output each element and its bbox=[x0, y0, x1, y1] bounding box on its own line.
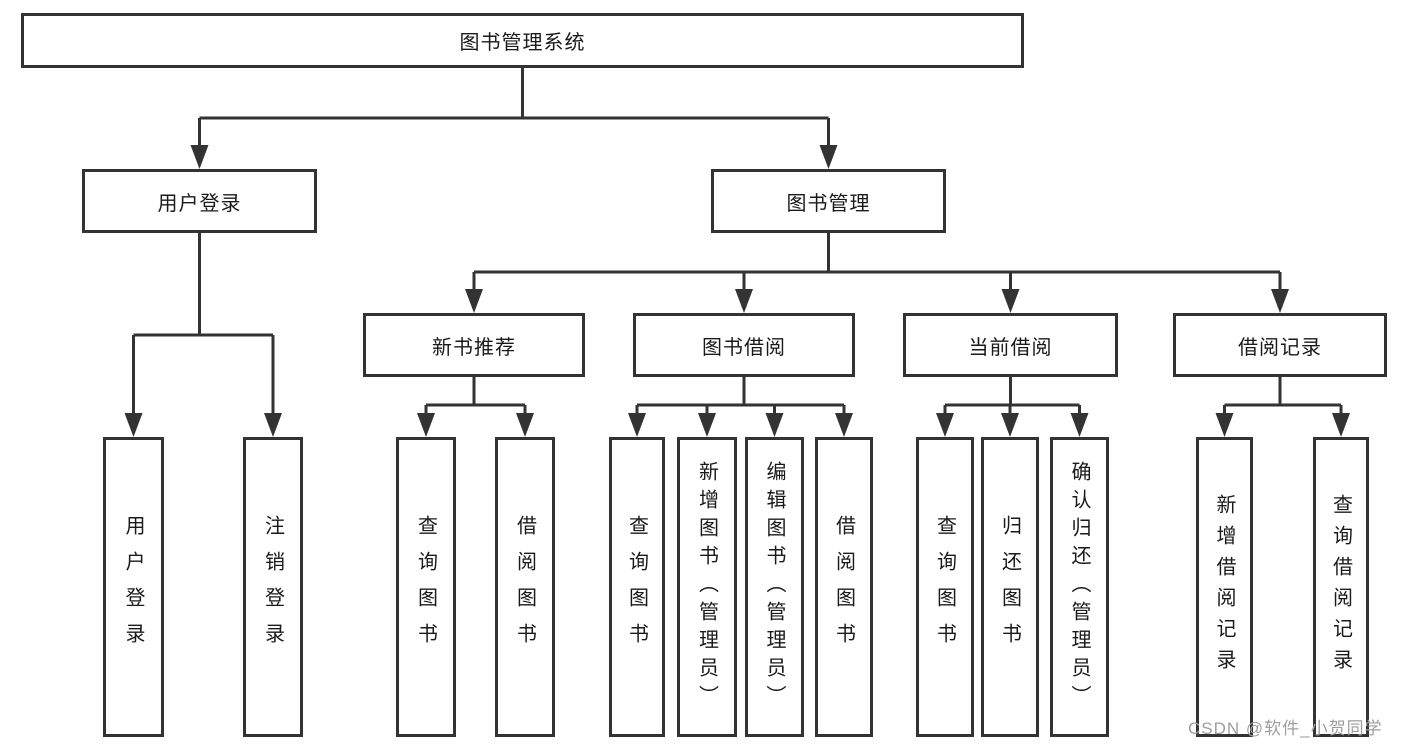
leaf-borrow-books-recommend: 借阅图书 bbox=[495, 437, 555, 737]
leaf-return-books: 归还图书 bbox=[981, 437, 1039, 737]
leaf-confirm-return-admin-label: 确认归还（管理员） bbox=[1068, 461, 1090, 713]
node-book-management: 图书管理 bbox=[711, 169, 946, 233]
leaf-query-books-current-label: 查询图书 bbox=[933, 515, 956, 659]
leaf-borrow-books: 借阅图书 bbox=[815, 437, 873, 737]
node-borrow-records-label: 借阅记录 bbox=[1238, 336, 1322, 359]
leaf-add-borrow-record-label: 新增借阅记录 bbox=[1213, 494, 1235, 680]
leaf-add-book-admin: 新增图书（管理员） bbox=[677, 437, 737, 737]
node-book-management-label: 图书管理 bbox=[786, 192, 871, 215]
leaf-query-borrow-record-label: 查询借阅记录 bbox=[1329, 494, 1352, 680]
leaf-query-borrow-record: 查询借阅记录 bbox=[1313, 437, 1369, 737]
node-current-borrow-label: 当前借阅 bbox=[968, 336, 1053, 359]
node-user-login: 用户登录 bbox=[82, 169, 317, 233]
leaf-edit-book-admin: 编辑图书（管理员） bbox=[745, 437, 804, 737]
leaf-query-books-current: 查询图书 bbox=[916, 437, 974, 737]
node-new-book-recommend-label: 新书推荐 bbox=[432, 336, 516, 359]
leaf-query-books-borrow-label: 查询图书 bbox=[625, 515, 648, 659]
node-root-label: 图书管理系统 bbox=[459, 32, 586, 54]
leaf-borrow-books-recommend-label: 借阅图书 bbox=[513, 515, 536, 659]
node-user-login-label: 用户登录 bbox=[157, 192, 242, 215]
leaf-user-login-label: 用户登录 bbox=[122, 515, 144, 659]
leaf-edit-book-admin-label: 编辑图书（管理员） bbox=[763, 461, 785, 713]
leaf-query-books-borrow: 查询图书 bbox=[609, 437, 665, 737]
leaf-borrow-books-label: 借阅图书 bbox=[832, 515, 855, 659]
node-book-borrow-label: 图书借阅 bbox=[702, 336, 786, 359]
node-borrow-records: 借阅记录 bbox=[1173, 313, 1387, 377]
leaf-confirm-return-admin: 确认归还（管理员） bbox=[1050, 437, 1109, 737]
leaf-user-login: 用户登录 bbox=[103, 437, 164, 737]
node-current-borrow: 当前借阅 bbox=[903, 313, 1118, 377]
node-book-borrow: 图书借阅 bbox=[633, 313, 855, 377]
leaf-add-borrow-record: 新增借阅记录 bbox=[1196, 437, 1253, 737]
node-root: 图书管理系统 bbox=[21, 13, 1024, 68]
leaf-logout-label: 注销登录 bbox=[261, 515, 284, 659]
leaf-query-books-recommend: 查询图书 bbox=[396, 437, 456, 737]
leaf-return-books-label: 归还图书 bbox=[998, 515, 1021, 659]
leaf-add-book-admin-label: 新增图书（管理员） bbox=[695, 461, 718, 713]
leaf-query-books-recommend-label: 查询图书 bbox=[414, 515, 437, 659]
node-new-book-recommend: 新书推荐 bbox=[363, 313, 585, 377]
watermark: CSDN @软件_小贺同学 bbox=[1188, 719, 1383, 738]
leaf-logout: 注销登录 bbox=[243, 437, 303, 737]
